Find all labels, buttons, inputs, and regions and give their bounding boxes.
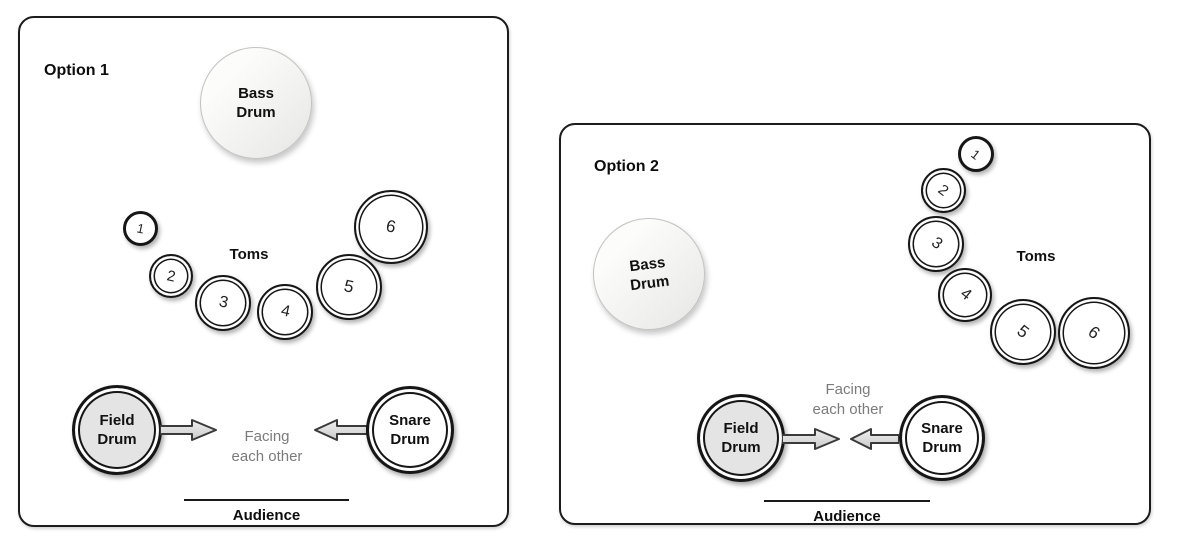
tom-number: 1 — [135, 220, 146, 237]
tom-circle-3: 3 — [195, 275, 251, 331]
tom-number: 3 — [927, 234, 946, 254]
panel-title: Option 2 — [594, 158, 659, 175]
tom-circle-6: 6 — [1058, 297, 1130, 369]
tom-number: 2 — [165, 266, 177, 286]
tom-circle-5: 5 — [990, 299, 1056, 365]
bass-drum: Bass Drum — [593, 218, 705, 330]
facing-line1: Facing — [825, 381, 871, 398]
snare-drum-label: Snare Drum — [389, 411, 431, 449]
tom-number: 4 — [278, 302, 292, 321]
field-drum-label: Field Drum — [97, 411, 136, 449]
facing-line2: each other — [812, 401, 884, 418]
tom-circle-1: 1 — [123, 211, 158, 246]
tom-circle-4: 4 — [938, 268, 992, 322]
facing-line2: each other — [231, 448, 303, 465]
snare-drum-label-line1: Snare — [389, 412, 431, 429]
toms-label: Toms — [1016, 248, 1056, 265]
audience-label: Audience — [813, 508, 881, 525]
option-1-panel: Option 1 Bass Drum Toms 1 2 3 4 5 6 — [18, 16, 509, 527]
tom-circle-2: 2 — [149, 254, 193, 298]
bass-drum-label-line2: Drum — [629, 272, 671, 295]
field-drum-label-line1: Field — [723, 420, 759, 437]
facing-each-other-label: Facing each other — [788, 380, 908, 420]
tom-circle-2: 2 — [921, 168, 966, 213]
panel-title: Option 1 — [44, 62, 109, 79]
field-drum: Field Drum — [697, 394, 785, 482]
tom-circle-6: 6 — [354, 190, 428, 264]
snare-drum: Snare Drum — [899, 395, 985, 481]
snare-drum-label-line1: Snare — [921, 420, 963, 437]
tom-number: 6 — [384, 216, 398, 237]
tom-number: 6 — [1084, 322, 1104, 344]
snare-drum-label: Snare Drum — [921, 419, 963, 457]
audience-label: Audience — [232, 507, 301, 524]
bass-drum-label-line1: Bass — [238, 85, 274, 102]
bass-drum-label: Bass Drum — [627, 253, 671, 295]
tom-number: 4 — [956, 285, 975, 305]
tom-number: 5 — [1013, 321, 1033, 343]
bass-drum-label: Bass Drum — [236, 84, 275, 122]
tom-circle-4: 4 — [257, 284, 313, 340]
tom-number: 5 — [342, 276, 356, 297]
snare-drum-label-line2: Drum — [922, 439, 962, 456]
tom-circle-5: 5 — [316, 254, 382, 320]
tom-number: 3 — [216, 293, 230, 312]
audience-line — [764, 500, 930, 502]
field-drum-label-line1: Field — [99, 412, 135, 429]
snare-drum: Snare Drum — [366, 386, 454, 474]
facing-each-other-label: Facing each other — [207, 427, 327, 467]
bass-drum-label-line2: Drum — [236, 104, 276, 121]
bass-drum: Bass Drum — [200, 47, 312, 159]
arrow-right-icon — [782, 428, 840, 450]
field-drum-label-line2: Drum — [97, 431, 137, 448]
field-drum-label: Field Drum — [721, 419, 760, 457]
arrow-left-icon — [850, 428, 899, 450]
field-drum-label-line2: Drum — [721, 439, 761, 456]
field-drum: Field Drum — [72, 385, 162, 475]
tom-number: 2 — [934, 181, 953, 200]
tom-circle-1: 1 — [958, 136, 994, 172]
tom-circle-3: 3 — [908, 216, 964, 272]
arrow-right-icon — [160, 419, 217, 441]
option-2-panel: Option 2 Bass Drum Toms 1 2 3 4 5 6 — [559, 123, 1151, 525]
facing-line1: Facing — [244, 428, 290, 445]
toms-label: Toms — [229, 246, 269, 263]
audience-line — [184, 499, 349, 501]
tom-number: 1 — [968, 145, 984, 163]
snare-drum-label-line2: Drum — [390, 431, 430, 448]
arrow-left-icon — [314, 419, 367, 441]
